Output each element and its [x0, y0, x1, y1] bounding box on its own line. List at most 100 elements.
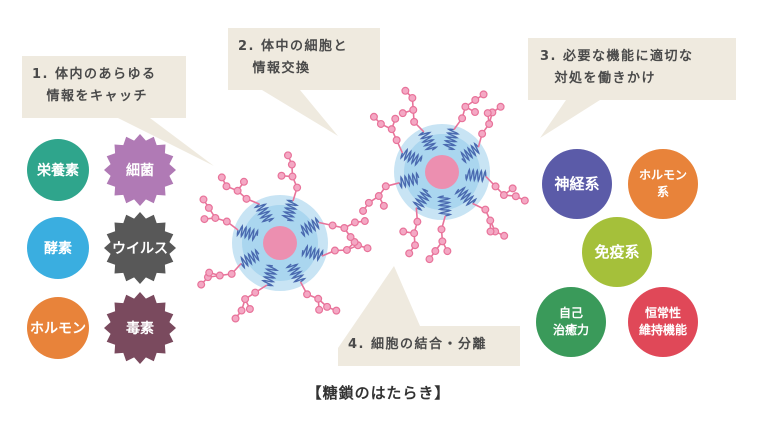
receptor-spring: [253, 203, 275, 223]
receptor-spring: [400, 147, 423, 167]
sugar-bead: [499, 191, 508, 200]
sugar-bead: [359, 206, 368, 215]
sugar-bead: [409, 105, 418, 114]
sugar-bead: [431, 247, 440, 256]
sugar-bead: [360, 217, 369, 226]
receptor-spring: [417, 131, 439, 151]
sugar-bead: [227, 269, 236, 278]
sugar-bead: [197, 280, 206, 289]
sugar-bead: [520, 196, 529, 205]
sugar-bead: [283, 151, 292, 160]
bubble-exchange-text: 2. 体中の細胞と 情報交換: [238, 39, 349, 76]
sugar-bead: [342, 245, 351, 254]
sugar-bead: [511, 192, 520, 201]
sugar-bead: [314, 294, 323, 303]
germ-star-shape: [104, 212, 176, 284]
sugar-bead: [398, 109, 407, 118]
sugar-bead: [500, 231, 509, 240]
sugar-bead: [350, 238, 359, 247]
sugar-bead: [481, 205, 490, 214]
sugar-bead: [471, 108, 480, 117]
sugar-bead: [381, 182, 390, 191]
function-item-label: 免疫系: [594, 242, 640, 261]
germ-star-shape: [104, 292, 176, 364]
cell-right: [359, 86, 529, 264]
receptor-spring: [460, 142, 480, 164]
bubble-respond: [528, 38, 736, 138]
sugar-bead: [346, 233, 355, 242]
sugar-bead: [239, 177, 248, 186]
sugar-bead: [303, 290, 312, 299]
receptor-spring: [442, 128, 460, 151]
sugar-bead: [486, 227, 495, 236]
sugar-bead: [363, 244, 372, 253]
sugar-bead: [491, 182, 500, 191]
receptor-spring: [300, 216, 320, 238]
sugar-bead: [205, 268, 214, 277]
input-item-label: ホルモン: [30, 321, 86, 337]
sugar-bead: [379, 201, 388, 210]
sugar-bead: [217, 173, 226, 182]
sugar-bead: [277, 171, 286, 180]
sugar-bead: [323, 302, 332, 311]
sugar-bead: [410, 229, 419, 238]
receptor-spring: [240, 248, 260, 270]
receptor-spring: [285, 263, 307, 283]
sugar-bead: [391, 114, 400, 123]
sugar-bead: [408, 93, 417, 102]
sugar-bead: [222, 217, 231, 226]
function-circle-shape: [582, 217, 652, 287]
sugar-bead: [471, 96, 480, 105]
sugar-bead: [350, 218, 359, 227]
sugar-bead: [413, 217, 422, 226]
input-item-label: ウイルス: [112, 241, 168, 257]
sugar-bead: [200, 215, 209, 224]
sugar-bead: [199, 195, 208, 204]
bubble-bond-text: 4. 細胞の結合・分離: [348, 337, 488, 352]
bubble-respond-text: 3. 必要な機能に適切な 対処を働きかけ: [540, 49, 694, 86]
sugar-bead: [401, 86, 410, 95]
receptor-spring: [236, 224, 259, 243]
sugar-bead: [479, 90, 488, 99]
sugar-bead: [443, 247, 452, 256]
function-item-label: 恒常性 維持機能: [638, 306, 687, 337]
sugar-bead: [315, 305, 324, 314]
sugar-bead: [211, 213, 220, 222]
sugar-bead: [251, 288, 260, 297]
sugar-bead: [340, 224, 349, 233]
input-item-label: 毒素: [126, 321, 154, 337]
sugar-bead: [425, 255, 434, 264]
sugar-bead: [483, 109, 492, 118]
sugar-bead: [461, 102, 470, 111]
sugar-bead: [411, 241, 420, 250]
input-item-label: 細菌: [126, 163, 154, 179]
receptor-spring: [412, 188, 433, 211]
sugar-bead: [328, 221, 337, 230]
function-item-label: 神経系: [554, 174, 600, 193]
sugar-bead: [242, 194, 251, 203]
receptor-spring: [261, 264, 280, 287]
bubble-exchange: [228, 28, 380, 136]
sugar-bead: [215, 271, 224, 280]
sugar-bead: [438, 237, 447, 246]
bubble-catch-text: 1. 体内のあらゆる 情報をキャッチ: [32, 67, 157, 104]
sugar-bead: [330, 246, 339, 255]
signal-circle-shape: [27, 139, 89, 201]
sugar-bead: [478, 129, 487, 138]
sugar-bead: [287, 160, 296, 169]
function-item-label: ホルモン 系: [638, 168, 687, 199]
sugar-bead: [392, 136, 401, 145]
receptor-spring: [436, 195, 453, 217]
sugar-bead: [231, 314, 240, 323]
sugar-bead: [374, 192, 383, 201]
input-item-label: 酵素: [44, 241, 72, 257]
sugar-bead: [237, 306, 246, 315]
sugar-bead: [399, 227, 408, 236]
sugar-bead: [405, 249, 414, 258]
function-item-label: 自己 治癒力: [552, 306, 589, 337]
receptor-spring: [454, 186, 478, 207]
signal-circle-shape: [27, 297, 89, 359]
sugar-bead: [485, 119, 494, 128]
sugar-bead: [293, 183, 302, 192]
